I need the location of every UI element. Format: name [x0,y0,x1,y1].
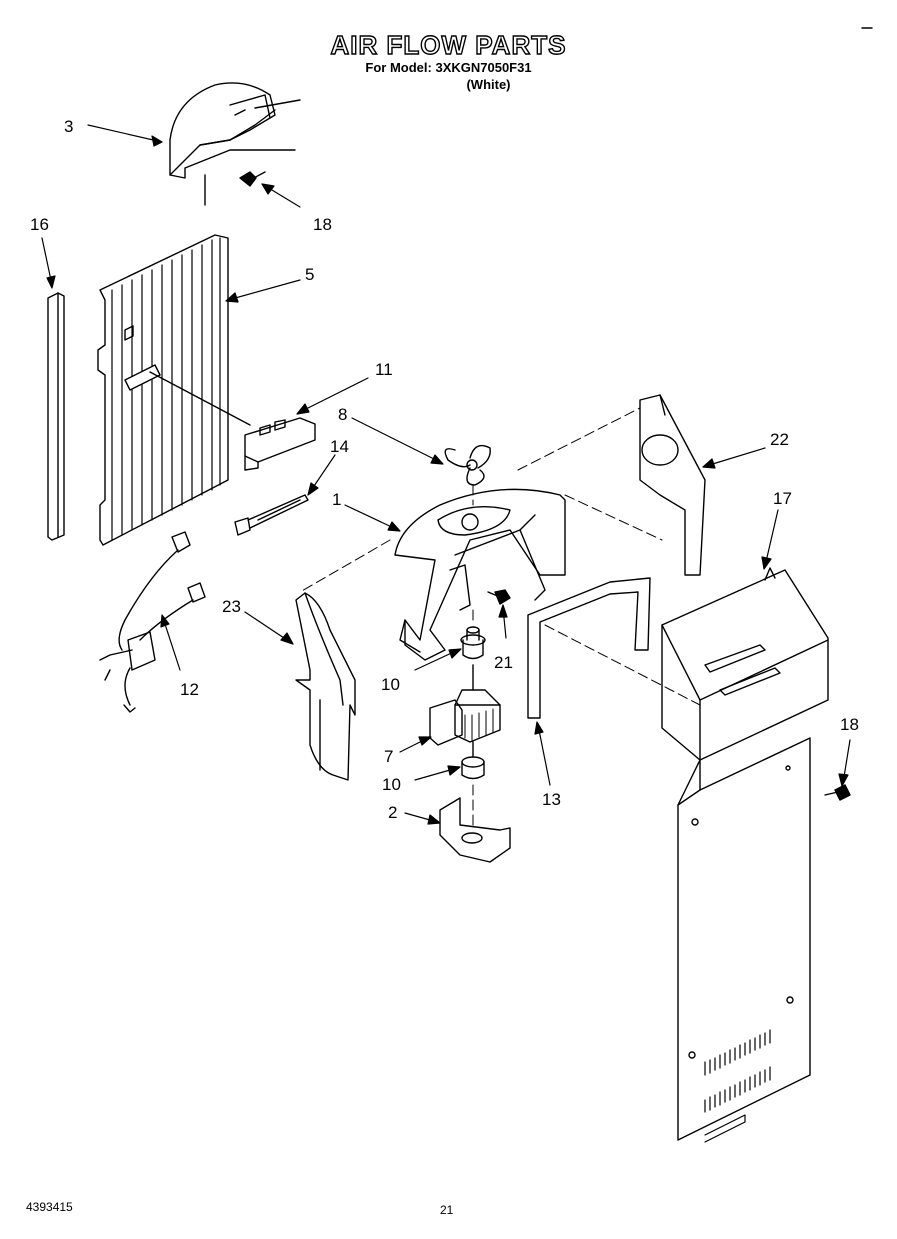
part-11-bracket [244,417,316,471]
callout-1: 1 [332,490,341,509]
part-1-fan-housing [394,488,566,661]
callout-7: 7 [384,747,393,766]
callout-12: 12 [180,680,199,699]
color-line: (White) [466,77,511,92]
callout-10-lower: 10 [382,775,401,794]
model-line: For Model: 3XKGN7050F31 [365,60,532,75]
part-22-side-plate [639,394,706,576]
document-number: 4393415 [26,1200,73,1214]
page-number: 21 [440,1203,454,1217]
callout-14: 14 [330,437,349,456]
callout-21: 21 [494,653,513,672]
part-23-duct-side [295,592,356,781]
part-21-screw [487,589,511,605]
part-7-fan-motor [429,664,501,758]
part-10-grommet-lower [461,756,485,780]
callout-13: 13 [542,790,561,809]
callout-11: 11 [375,360,393,379]
part-18-screw-top [239,171,266,187]
callout-18-top: 18 [313,215,332,234]
part-8-fan-blade [444,444,491,486]
part-5-evaporator-cover [97,234,251,546]
callout-16: 16 [30,215,49,234]
callout-17: 17 [773,489,792,508]
part-14-thermistor [234,494,309,536]
callout-3: 3 [64,117,73,136]
callout-5: 5 [305,265,314,284]
callout-18-right: 18 [840,715,859,734]
callout-2: 2 [388,803,397,822]
page-title: AIR FLOW PARTS [330,29,567,60]
callout-10-upper: 10 [381,675,400,694]
leader-arrows [41,124,851,825]
part-17-air-duct [661,567,829,1143]
callout-8: 8 [338,405,347,424]
part-2-motor-bracket [439,797,511,863]
part-13-gasket [527,577,651,719]
alignment-lines [299,407,701,831]
part-10-grommet-upper [460,626,486,660]
part-18-screw-right [824,784,851,801]
callout-23: 23 [222,597,241,616]
callout-22: 22 [770,430,789,449]
part-3-duct-cover [169,82,301,206]
part-16-foam-strip [47,292,65,541]
